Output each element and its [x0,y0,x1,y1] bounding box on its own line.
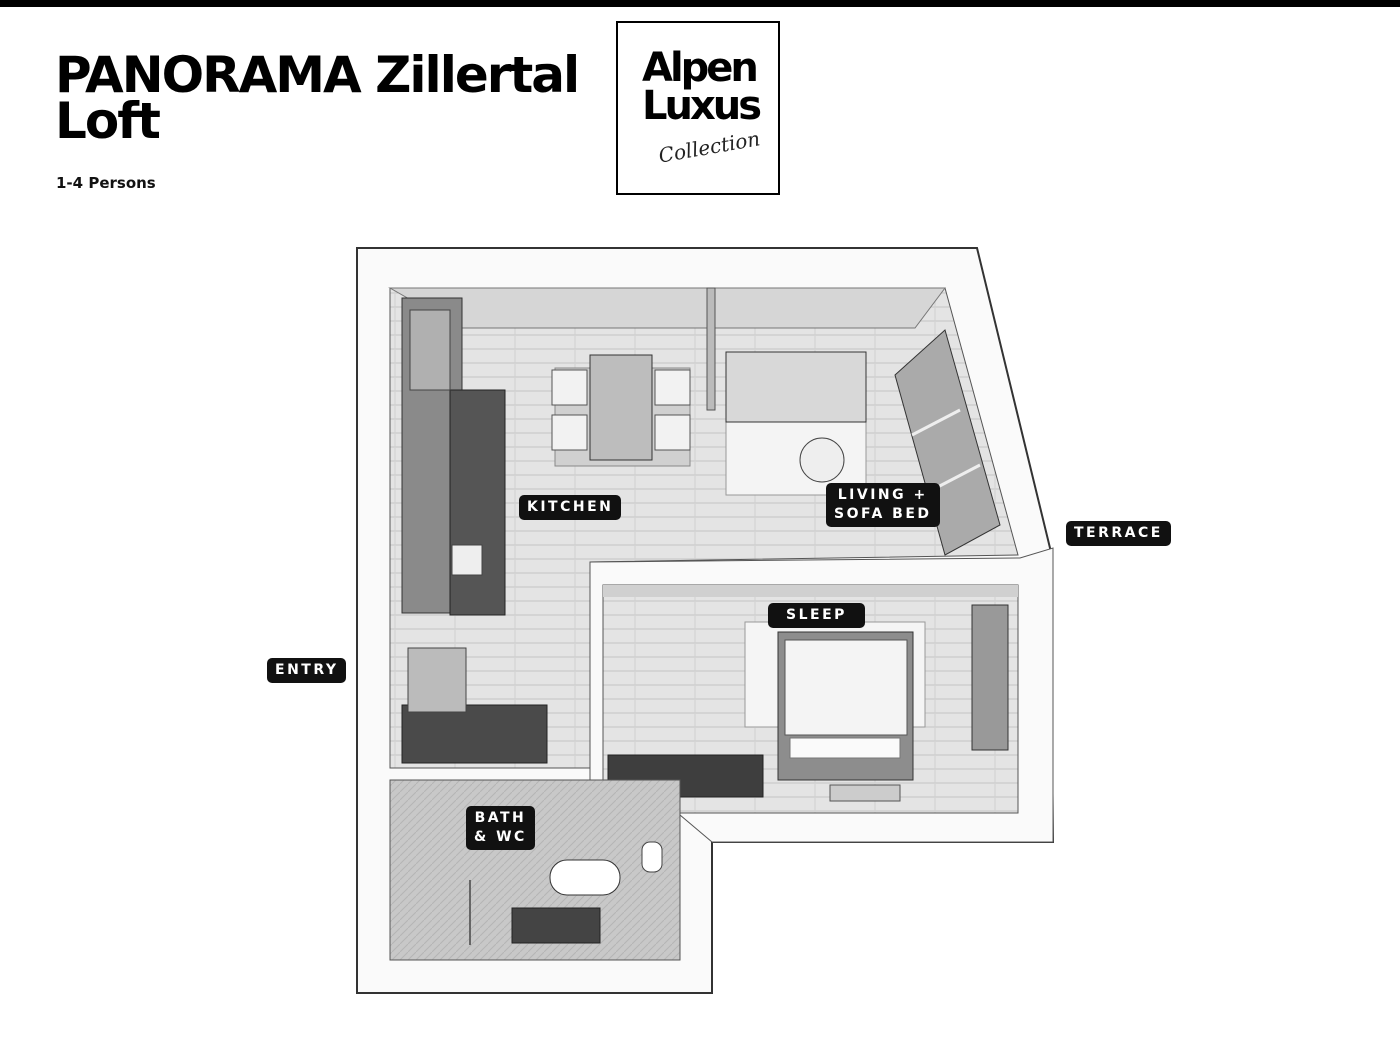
label-bath-wc: BATH & WC [466,806,535,850]
alpen-luxus-logo: Alpen Luxus Collection [616,21,780,195]
sleep-window [971,604,1009,751]
bathtub [549,859,621,896]
label-kitchen: KITCHEN [519,495,622,520]
persons-capacity: 1-4 Persons [56,174,156,192]
toilet [641,841,663,873]
top-bar [0,0,1400,7]
shower-drain [511,907,601,944]
back-wall [388,287,946,329]
label-sleep: SLEEP [768,603,865,628]
label-terrace: TERRACE [1066,521,1171,546]
dining-table [589,354,653,461]
column [706,287,716,411]
sofa [725,351,867,423]
label-entry: ENTRY [267,658,347,683]
title-line-2: Loft [55,92,161,150]
entry-bench [401,704,548,764]
label-living-sofa-bed: LIVING + SOFA BED [826,483,940,527]
coffee-table [799,437,845,483]
page-title: PANORAMA Zillertal Loft [55,46,580,150]
title-line-1: PANORAMA Zillertal [55,46,580,104]
logo-text: Alpen Luxus [642,45,762,129]
